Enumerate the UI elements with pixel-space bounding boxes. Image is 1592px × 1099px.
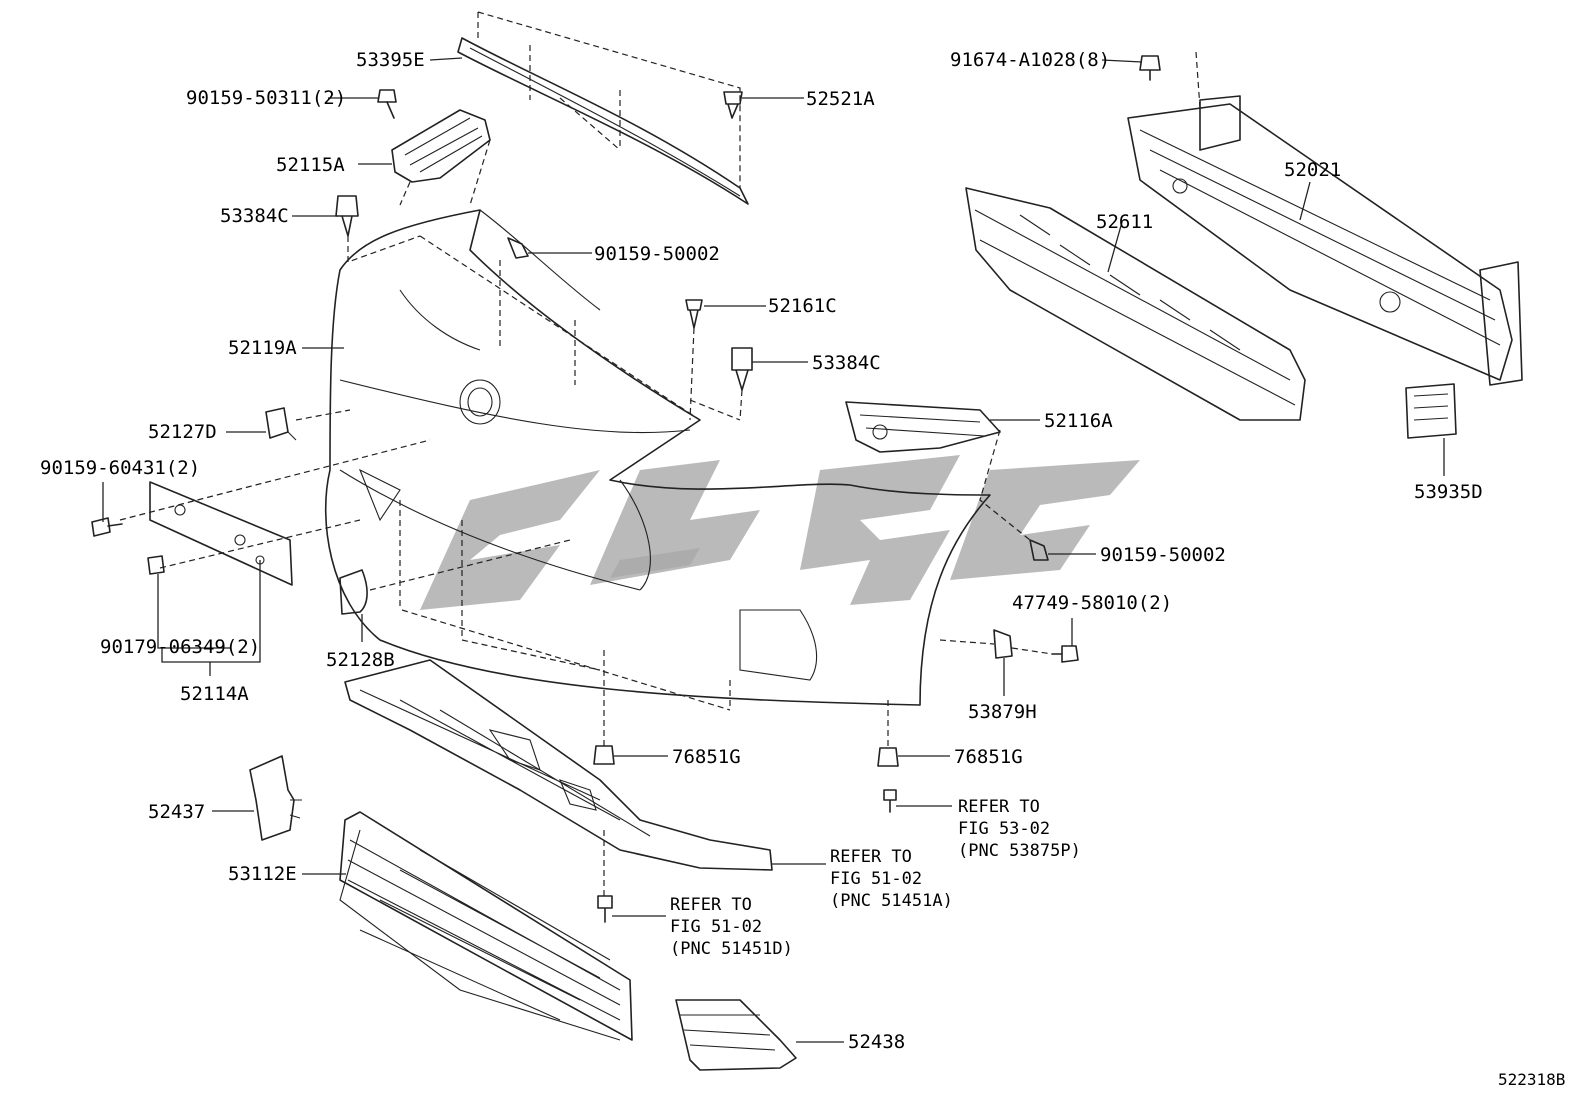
reference-note-51451a: REFER TO FIG 51-02 (PNC 51451A) bbox=[830, 847, 953, 911]
right-clips-guide-lines bbox=[689, 327, 743, 421]
molding-guide-lines bbox=[477, 11, 741, 188]
reference-note-53875p: REFER TO FIG 53-02 (PNC 53875P) bbox=[958, 797, 1081, 861]
cap-52128b bbox=[339, 569, 368, 615]
leader-lines bbox=[102, 57, 1445, 1043]
fog-cover-52438 bbox=[675, 999, 797, 1071]
label-52021: 52021 bbox=[1284, 159, 1341, 181]
svg-text:FIG 53-02: FIG 53-02 bbox=[958, 819, 1050, 839]
clip-76851g-left bbox=[593, 745, 615, 765]
label-53935d: 53935D bbox=[1414, 481, 1483, 503]
bolt-91674-a1028 bbox=[1139, 55, 1161, 81]
label-76851g-right: 76851G bbox=[954, 746, 1023, 768]
label-52115a: 52115A bbox=[276, 154, 345, 176]
label-53384c-right: 53384C bbox=[812, 352, 881, 374]
label-90179-06349: 90179-06349(2) bbox=[100, 636, 260, 658]
lower-undercover bbox=[344, 659, 773, 871]
bracket-52116a-guide bbox=[979, 429, 1031, 541]
plate-guide-lines bbox=[119, 439, 431, 569]
label-90159-50311: 90159-50311(2) bbox=[186, 87, 346, 109]
label-52611: 52611 bbox=[1096, 211, 1153, 233]
screw-47749-58010 bbox=[1051, 645, 1079, 663]
molding-53395e bbox=[457, 37, 749, 205]
connector-53935d bbox=[1405, 383, 1457, 439]
watermark-logo bbox=[420, 455, 1140, 610]
bracket-guide-lines bbox=[399, 139, 491, 206]
svg-text:REFER TO: REFER TO bbox=[958, 797, 1040, 817]
label-91674-a1028: 91674-A1028(8) bbox=[950, 49, 1110, 71]
svg-text:(PNC 53875P): (PNC 53875P) bbox=[958, 841, 1081, 861]
cap-52128b-guide bbox=[369, 539, 571, 591]
bumper-cover-52119a bbox=[324, 209, 991, 706]
screw-90159-50002-right bbox=[1029, 539, 1049, 561]
label-76851g-left: 76851G bbox=[672, 746, 741, 768]
absorber-52611 bbox=[965, 187, 1306, 421]
grille-53112e bbox=[339, 811, 633, 1041]
svg-text:FIG 51-02: FIG 51-02 bbox=[670, 917, 762, 937]
reference-note-51451d: REFER TO FIG 51-02 (PNC 51451D) bbox=[670, 895, 793, 959]
label-52521a: 52521A bbox=[806, 88, 875, 110]
label-53395e: 53395E bbox=[356, 49, 425, 71]
screw-90159-50002-top bbox=[507, 237, 529, 259]
label-52116a: 52116A bbox=[1044, 410, 1113, 432]
label-53879h: 53879H bbox=[968, 701, 1037, 723]
svg-text:(PNC 51451D): (PNC 51451D) bbox=[670, 939, 793, 959]
label-47749-58010: 47749-58010(2) bbox=[1012, 592, 1172, 614]
clip-76851g-guides bbox=[603, 650, 889, 748]
svg-text:FIG 51-02: FIG 51-02 bbox=[830, 869, 922, 889]
label-52128b: 52128B bbox=[326, 649, 395, 671]
clip-52161c bbox=[685, 299, 703, 329]
label-90159-50002-top: 90159-50002 bbox=[594, 243, 720, 265]
bracket-52115a bbox=[391, 109, 491, 183]
label-52114a: 52114A bbox=[180, 683, 249, 705]
bumper-guide-lines bbox=[399, 235, 741, 711]
svg-text:REFER TO: REFER TO bbox=[830, 847, 912, 867]
clip-90179-06349 bbox=[147, 555, 165, 575]
label-52438: 52438 bbox=[848, 1031, 905, 1053]
label-90159-50002-right: 90159-50002 bbox=[1100, 544, 1226, 566]
screw-ref-51451d bbox=[597, 895, 613, 923]
label-53112e: 53112E bbox=[228, 863, 297, 885]
svg-text:REFER TO: REFER TO bbox=[670, 895, 752, 915]
svg-text:(PNC 51451A): (PNC 51451A) bbox=[830, 891, 953, 911]
label-52127d: 52127D bbox=[148, 421, 217, 443]
clip-53879h bbox=[993, 629, 1013, 659]
clip-left-guide-lines bbox=[347, 235, 421, 263]
figure-code: 522318B bbox=[1498, 1070, 1565, 1089]
label-52119a: 52119A bbox=[228, 337, 297, 359]
label-53384c-left: 53384C bbox=[220, 205, 289, 227]
reinforcement-52021 bbox=[1127, 95, 1523, 386]
side-clip-guides bbox=[939, 639, 1053, 655]
clip-53384c-left bbox=[335, 195, 359, 237]
screw-ref-53875p bbox=[883, 789, 897, 813]
label-52437: 52437 bbox=[148, 801, 205, 823]
bracket-52437 bbox=[249, 755, 302, 841]
cap-52127d-guide bbox=[295, 409, 351, 421]
bracket-52114a bbox=[149, 481, 293, 586]
label-90159-60431: 90159-60431(2) bbox=[40, 457, 200, 479]
cap-52127d bbox=[265, 407, 297, 441]
clip-76851g-right bbox=[877, 747, 899, 767]
bracket-52116a bbox=[845, 401, 1001, 453]
label-52161c: 52161C bbox=[768, 295, 837, 317]
clip-52521a bbox=[723, 91, 743, 119]
clip-53384c-right bbox=[731, 347, 753, 391]
bolt-90159-60431 bbox=[91, 517, 123, 537]
bolt-90159-50311 bbox=[377, 89, 397, 119]
